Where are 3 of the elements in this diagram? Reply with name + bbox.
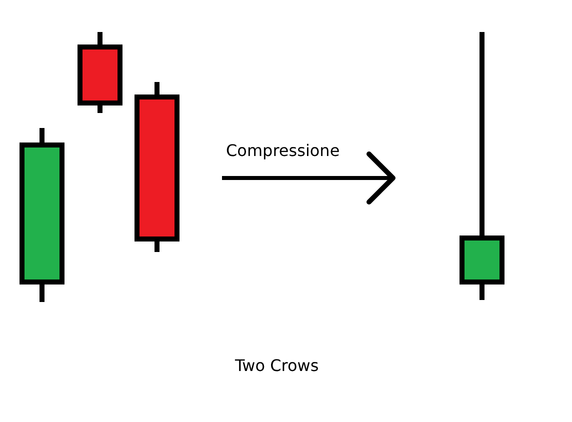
edge-label: Compressione: [226, 143, 340, 159]
arrow: [222, 152, 396, 204]
caption-text: Two Crows: [235, 358, 319, 374]
